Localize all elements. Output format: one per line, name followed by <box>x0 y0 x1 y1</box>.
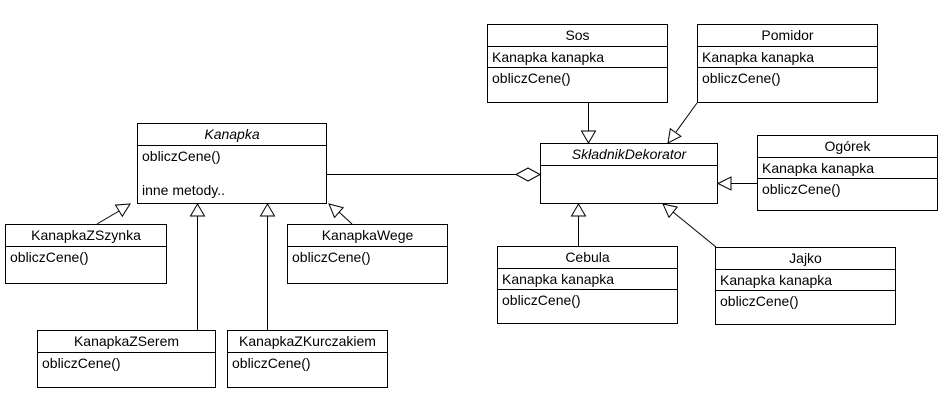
class-kanapkawege-method: obliczCene() <box>292 249 371 265</box>
class-kanapkazszynka-title: KanapkaZSzynka <box>6 225 166 247</box>
class-kanapkawege-title: KanapkaWege <box>288 225 447 247</box>
generalization-line-pomidor <box>675 102 698 133</box>
class-pomidor: Pomidor Kanapka kanapka obliczCene() <box>697 24 878 103</box>
class-cebula-title: Cebula <box>498 247 677 269</box>
aggregation-diamond-icon <box>514 167 542 182</box>
generalization-arrow-cebula-icon <box>570 203 587 217</box>
generalization-line-kanapkawege <box>338 211 353 225</box>
class-cebula-field: Kanapka kanapka <box>498 269 677 290</box>
generalization-arrow-pomidor-icon <box>667 127 682 144</box>
class-kanapkazserem-method: obliczCene() <box>42 355 121 371</box>
class-kanapka: Kanapka obliczCene() inne metody.. <box>137 123 327 204</box>
generalization-arrow-sos-icon <box>580 130 597 144</box>
generalization-arrow-ogorek-icon <box>716 176 732 191</box>
generalization-arrow-kanapkazkurczakiem-icon <box>259 203 276 217</box>
class-kanapkazserem-title: KanapkaZSerem <box>38 331 215 353</box>
generalization-arrow-kanapkawege-icon <box>328 203 345 219</box>
class-jajko: Jajko Kanapka kanapka obliczCene() <box>715 247 896 325</box>
class-skladnikdekorator: SkładnikDekorator <box>540 143 718 204</box>
class-kanapkazszynka: KanapkaZSzynka obliczCene() <box>5 224 167 284</box>
class-jajko-title: Jajko <box>716 248 895 270</box>
class-sos: Sos Kanapka kanapka obliczCene() <box>487 24 668 103</box>
class-sos-field: Kanapka kanapka <box>488 47 667 68</box>
class-skladnikdekorator-empty-compartment <box>541 166 717 203</box>
class-pomidor-method: obliczCene() <box>702 70 781 86</box>
class-sos-method: obliczCene() <box>492 70 571 86</box>
class-cebula: Cebula Kanapka kanapka obliczCene() <box>497 246 678 324</box>
class-kanapkawege: KanapkaWege obliczCene() <box>287 224 448 284</box>
class-pomidor-field: Kanapka kanapka <box>698 47 877 68</box>
generalization-arrow-kanapkazszynka-icon <box>114 203 131 218</box>
class-sos-title: Sos <box>488 25 667 47</box>
class-ogorek-field: Kanapka kanapka <box>758 158 937 179</box>
generalization-line-jajko <box>672 211 717 248</box>
class-kanapka-note: inne metody.. <box>142 182 226 198</box>
class-jajko-field: Kanapka kanapka <box>716 270 895 291</box>
class-ogorek-title: Ogórek <box>758 136 937 158</box>
generalization-arrow-kanapkazserem-icon <box>189 203 206 217</box>
class-ogorek: Ogórek Kanapka kanapka obliczCene() <box>757 135 938 211</box>
class-cebula-method: obliczCene() <box>502 292 581 308</box>
class-kanapkazserem: KanapkaZSerem obliczCene() <box>37 330 216 388</box>
class-kanapkazszynka-method: obliczCene() <box>10 249 89 265</box>
class-ogorek-method: obliczCene() <box>762 181 841 197</box>
class-kanapkazkurczakiem: KanapkaZKurczakiem obliczCene() <box>227 330 388 388</box>
class-kanapka-title: Kanapka <box>138 124 326 146</box>
class-kanapkazkurczakiem-title: KanapkaZKurczakiem <box>228 331 387 353</box>
generalization-line-kanapkazszynka <box>96 210 120 225</box>
class-pomidor-title: Pomidor <box>698 25 877 47</box>
generalization-arrow-jajko-icon <box>662 203 679 219</box>
class-jajko-method: obliczCene() <box>720 293 799 309</box>
class-kanapkazkurczakiem-method: obliczCene() <box>232 355 311 371</box>
class-skladnikdekorator-title: SkładnikDekorator <box>541 144 717 166</box>
class-kanapka-method: obliczCene() <box>142 148 221 164</box>
